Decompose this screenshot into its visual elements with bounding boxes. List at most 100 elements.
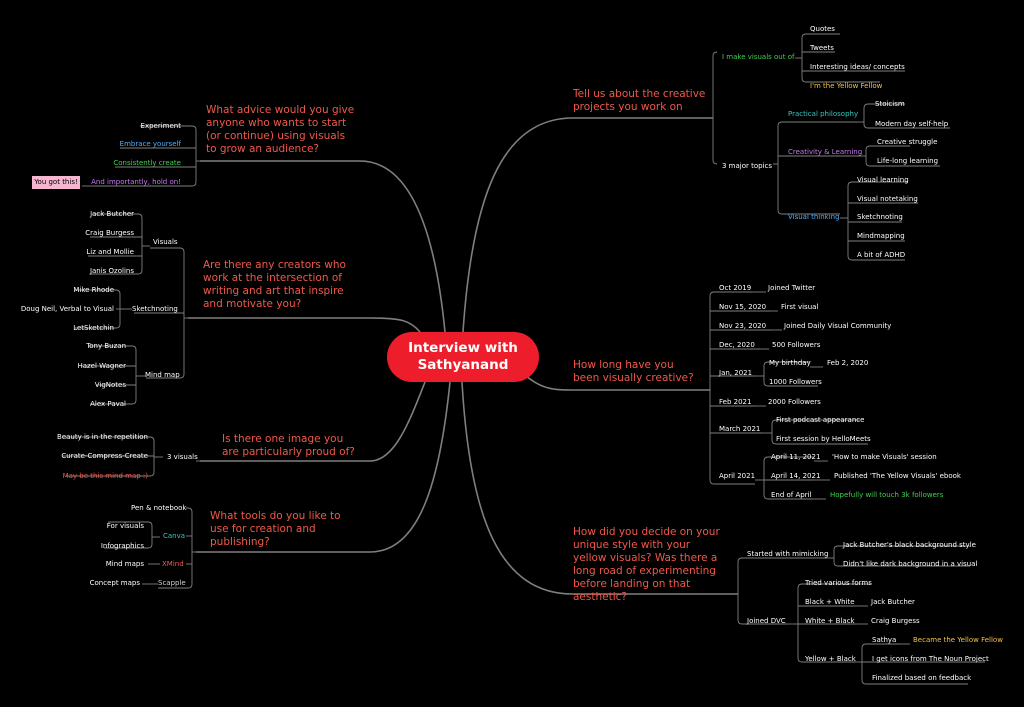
style-sathya: Sathya (872, 636, 897, 644)
advice-item: And importantly, hold on! (91, 178, 181, 186)
topic-practical-stoicism: Stoicism (875, 100, 905, 108)
timeline-extra: Feb 2, 2020 (827, 359, 869, 367)
timeline-date: Jan, 2021 (719, 369, 753, 377)
proud-item: Curate-Compress-Create (61, 452, 148, 460)
timeline-event: Joined Daily Visual Community (784, 322, 892, 330)
topic-creativity: Creativity & Learning (788, 148, 863, 156)
advice-item: Experiment (140, 122, 181, 130)
style-dvc: Joined DVC (747, 617, 786, 625)
style-wb-item: Craig Burgess (871, 617, 920, 625)
creative-item-yellow-fellow: I'm the Yellow Fellow (810, 82, 883, 90)
visual-item-learning: Visual learning (857, 176, 909, 184)
tool-canva-item: Infographics (100, 542, 144, 550)
creators-mindmap: Mind map (145, 371, 180, 379)
question-advice: What advice would you give anyone who wa… (206, 104, 355, 155)
tool-canva-item: For visuals (106, 522, 144, 530)
question-creative: Tell us about the creative projects you … (573, 88, 706, 113)
creator-name: Mike Rhode (73, 286, 114, 294)
style-mimicking-item: Jack Butcher's black background style (843, 541, 976, 549)
tool-xmind-item: Mind maps (105, 560, 144, 568)
question-style: How did you decide on your unique style … (573, 526, 720, 603)
timeline-sub-event: 'How to make Visuals' session (832, 453, 937, 461)
question-tools: What tools do you like to use for creati… (210, 510, 341, 548)
topic-creativity-lifelong: Life-long learning (877, 157, 939, 165)
creator-name: LetSketchin (73, 324, 114, 332)
timeline-date: March 2021 (719, 425, 761, 433)
visual-item-notetaking: Visual notetaking (857, 195, 918, 203)
creators-sketchnoting: Sketchnoting (132, 305, 178, 313)
timeline-date: Nov 23, 2020 (719, 322, 767, 330)
creative-topics: 3 major topics (722, 162, 773, 170)
visual-item-sketchnoting: Sketchnoting (857, 213, 903, 221)
timeline-event: 2000 Followers (768, 398, 821, 406)
style-yb-item: Finalized based on feedback (872, 674, 972, 682)
timeline-date: Feb 2021 (719, 398, 752, 406)
timeline-sub-date: April 14, 2021 (771, 472, 821, 480)
tool-scapple: Scapple (158, 579, 186, 587)
timeline-date: April 2021 (719, 472, 756, 480)
timeline-date: Dec, 2020 (719, 341, 755, 349)
you-got-this-badge: You got this! (32, 176, 80, 189)
visual-item-mindmapping: Mindmapping (857, 232, 905, 240)
visual-item-adhd: A bit of ADHD (857, 251, 906, 259)
topic-visual-thinking: Visual thinking (788, 213, 840, 221)
timeline-event: First podcast appearance (776, 416, 865, 424)
style-mimicking-item: Didn't like dark background in a visual (843, 560, 978, 568)
topic-practical-selfhelp: Modern day self-help (875, 120, 949, 128)
branch-style (461, 381, 738, 595)
creator-name: Liz and Mollie (86, 248, 134, 256)
topic-creativity-struggle: Creative struggle (877, 138, 938, 146)
advice-item: Embrace yourself (119, 140, 181, 148)
timeline-sub-event: Published 'The Yellow Visuals' ebook (834, 472, 961, 480)
tool-scapple-item: Concept maps (89, 579, 140, 587)
timeline-date: Oct 2019 (719, 284, 752, 292)
creators-visuals: Visuals (153, 238, 178, 246)
style-yb-item: I get icons from The Noun Project (872, 655, 989, 663)
creative-item-tweets: Tweets (810, 44, 834, 52)
branch-advice (200, 160, 446, 333)
timeline-sub-event: Hopefully will touch 3k followers (830, 491, 944, 499)
question-creators: Are there any creators who work at the i… (203, 259, 346, 310)
proud-item: May be this mind map :) (62, 472, 148, 480)
tool-pen: Pen & notebook (131, 504, 187, 512)
creator-name: Janis Ozolins (89, 267, 134, 275)
timeline-event: First visual (781, 303, 819, 311)
creator-name: Hazel Wagner (77, 362, 126, 370)
timeline-event: 500 Followers (772, 341, 821, 349)
branch-creators (188, 317, 421, 333)
tool-xmind: XMind (162, 560, 184, 568)
timeline-date: Nov 15, 2020 (719, 303, 767, 311)
style-tried: Tried various forms (805, 579, 872, 587)
creative-visuals-of: I make visuals out of (722, 53, 795, 61)
timeline-sub-date: April 11, 2021 (771, 453, 821, 461)
style-yb: Yellow + Black (805, 655, 856, 663)
style-bw-item: Jack Butcher (871, 598, 915, 606)
branch-creative (462, 117, 713, 333)
timeline-event: My birthday (769, 359, 811, 367)
style-mimicking: Started with mimicking (747, 550, 829, 558)
topic-practical: Practical philosophy (788, 110, 859, 118)
timeline-event: 1000 Followers (769, 378, 822, 386)
question-how-long: How long have you been visually creative… (573, 359, 694, 384)
creative-item-quotes: Quotes (810, 25, 835, 33)
timeline-event: First session by HelloMeets (776, 435, 871, 443)
timeline-event: Joined Twitter (768, 284, 816, 292)
timeline-sub-date: End of April (771, 491, 812, 499)
creator-name: Doug Neil, Verbal to Visual (20, 305, 114, 313)
creative-item-ideas: Interesting ideas/ concepts (810, 63, 905, 71)
style-wb: White + Black (805, 617, 855, 625)
branch-proud (200, 381, 426, 462)
creator-name: Craig Burgess (85, 229, 134, 237)
creator-name: Jack Butcher (90, 210, 134, 218)
central-topic: Interview with Sathyanand (387, 332, 539, 382)
tool-canva: Canva (163, 532, 186, 540)
style-sathya-item: Became the Yellow Fellow (913, 636, 1003, 644)
proud-label: 3 visuals (167, 453, 198, 461)
proud-item: Beauty is in the repetition (57, 433, 148, 441)
style-bw: Black + White (805, 598, 855, 606)
advice-item: Consistently create (113, 159, 181, 167)
creator-name: Tony Buzan (86, 342, 126, 350)
question-proud: Is there one image you are particularly … (222, 433, 355, 458)
creator-name: VigNotes (94, 381, 126, 389)
